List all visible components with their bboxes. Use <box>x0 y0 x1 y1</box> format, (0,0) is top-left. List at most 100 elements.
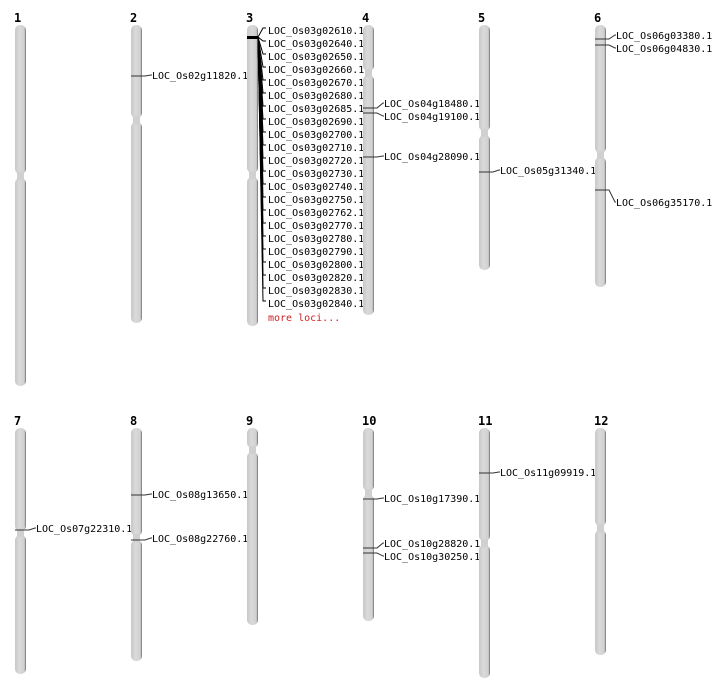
chromosome-number: 1 <box>14 11 21 25</box>
chromosome-arm-q <box>595 530 606 655</box>
locus-label[interactable]: LOC_Os03g02660.1 <box>268 65 364 76</box>
centromere <box>249 171 256 179</box>
locus-connector <box>257 36 266 55</box>
chromosome-arm-p <box>595 428 606 526</box>
locus-label[interactable]: LOC_Os10g30250.1 <box>384 552 480 563</box>
locus-label[interactable]: LOC_Os03g02750.1 <box>268 195 364 206</box>
locus-connector <box>257 36 266 68</box>
locus-label[interactable]: LOC_Os03g02820.1 <box>268 273 364 284</box>
locus-label[interactable]: LOC_Os03g02762.1 <box>268 208 364 219</box>
chromosome-arm-q <box>131 122 142 323</box>
locus-connector <box>606 189 616 203</box>
locus-connector <box>374 552 384 557</box>
locus-label[interactable]: LOC_Os03g02830.1 <box>268 286 364 297</box>
chromosome-number: 11 <box>478 414 492 428</box>
locus-label[interactable]: LOC_Os03g02790.1 <box>268 247 364 258</box>
chromosome-number: 4 <box>362 11 369 25</box>
locus-connector <box>374 497 384 500</box>
locus-label[interactable]: LOC_Os03g02685.1 <box>268 104 364 115</box>
locus-label[interactable]: LOC_Os03g02700.1 <box>268 130 364 141</box>
chromosome-1[interactable]: 1 <box>14 11 26 386</box>
locus-label[interactable]: LOC_Os06g04830.1 <box>616 44 712 55</box>
locus-connector <box>606 44 616 49</box>
locus-connector <box>374 102 384 109</box>
locus-label[interactable]: LOC_Os10g17390.1 <box>384 494 480 505</box>
chromosome-number: 5 <box>478 11 485 25</box>
chromosome-arm-q <box>247 452 258 625</box>
locus-label[interactable]: LOC_Os03g02840.1 <box>268 299 364 310</box>
chromosome-arm-p <box>15 428 26 531</box>
locus-label[interactable]: LOC_Os03g02780.1 <box>268 234 364 245</box>
chromosome-arm-p <box>131 428 142 536</box>
locus-label[interactable]: LOC_Os03g02770.1 <box>268 221 364 232</box>
locus-label[interactable]: LOC_Os03g02650.1 <box>268 52 364 63</box>
centromere <box>481 539 488 547</box>
locus-connector <box>490 471 500 474</box>
locus-label[interactable]: LOC_Os03g02690.1 <box>268 117 364 128</box>
chromosome-arm-q <box>131 540 142 661</box>
locus-label[interactable]: LOC_Os03g02610.1 <box>268 26 364 37</box>
chromosome-number: 10 <box>362 414 376 428</box>
locus-label[interactable]: LOC_Os03g02680.1 <box>268 91 364 102</box>
locus-connector <box>374 155 384 158</box>
locus-label[interactable]: LOC_Os08g13650.1 <box>152 490 248 501</box>
centromere <box>365 69 372 77</box>
locus-label[interactable]: LOC_Os05g31340.1 <box>500 166 596 177</box>
centromere <box>133 116 140 124</box>
locus-label[interactable]: LOC_Os03g02730.1 <box>268 169 364 180</box>
locus-connector <box>257 36 266 302</box>
locus-label[interactable]: LOC_Os10g28820.1 <box>384 539 480 550</box>
locus-label[interactable]: LOC_Os04g19100.1 <box>384 112 480 123</box>
chromosome-number: 9 <box>246 414 253 428</box>
locus-connector <box>142 537 152 541</box>
locus-connector <box>257 36 266 42</box>
locus-cluster-marker <box>247 36 258 39</box>
chromosome-number: 7 <box>14 414 21 428</box>
chromosome-arm-q <box>479 135 490 270</box>
locus-label[interactable]: LOC_Os02g11820.1 <box>152 71 248 82</box>
locus-connector <box>142 493 152 496</box>
locus-connector <box>374 542 384 549</box>
chromosome-number: 2 <box>130 11 137 25</box>
locus-label[interactable]: LOC_Os04g18480.1 <box>384 99 480 110</box>
chromosome-10[interactable]: 10LOC_Os10g17390.1LOC_Os10g28820.1LOC_Os… <box>362 414 480 621</box>
chromosome-arm-p <box>479 428 490 541</box>
locus-label[interactable]: LOC_Os03g02710.1 <box>268 143 364 154</box>
chromosome-9[interactable]: 9 <box>246 414 258 625</box>
locus-label[interactable]: LOC_Os03g02720.1 <box>268 156 364 167</box>
locus-label[interactable]: LOC_Os03g02740.1 <box>268 182 364 193</box>
locus-label[interactable]: LOC_Os03g02640.1 <box>268 39 364 50</box>
chromosome-arm-q <box>15 178 26 386</box>
locus-label[interactable]: LOC_Os03g02800.1 <box>268 260 364 271</box>
more-loci-link[interactable]: more loci... <box>268 313 340 324</box>
locus-label[interactable]: LOC_Os03g02670.1 <box>268 78 364 89</box>
chromosome-4[interactable]: 4LOC_Os04g18480.1LOC_Os04g19100.1LOC_Os0… <box>362 11 480 315</box>
locus-connector <box>490 169 500 173</box>
locus-label[interactable]: LOC_Os11g09919.1 <box>500 468 596 479</box>
chromosome-number: 12 <box>594 414 608 428</box>
chromosome-arm-q <box>479 545 490 678</box>
centromere <box>17 529 24 537</box>
chromosome-3[interactable]: 3LOC_Os03g02610.1LOC_Os03g02640.1LOC_Os0… <box>246 11 364 326</box>
chromosome-6[interactable]: 6LOC_Os06g03380.1LOC_Os06g04830.1LOC_Os0… <box>594 11 712 287</box>
chromosome-arm-p <box>131 25 142 118</box>
locus-label[interactable]: LOC_Os04g28090.1 <box>384 152 480 163</box>
locus-label[interactable]: LOC_Os06g35170.1 <box>616 198 712 209</box>
locus-label[interactable]: LOC_Os08g22760.1 <box>152 534 248 545</box>
chromosome-arm-p <box>479 25 490 131</box>
locus-label[interactable]: LOC_Os06g03380.1 <box>616 31 712 42</box>
chromosome-number: 3 <box>246 11 253 25</box>
locus-label[interactable]: LOC_Os07g22310.1 <box>36 524 132 535</box>
centromere <box>133 534 140 542</box>
centromere <box>17 172 24 180</box>
locus-connector <box>26 527 36 531</box>
chromosome-number: 8 <box>130 414 137 428</box>
chromosome-arm-p <box>15 25 26 174</box>
chromosome-12[interactable]: 12 <box>594 414 608 655</box>
